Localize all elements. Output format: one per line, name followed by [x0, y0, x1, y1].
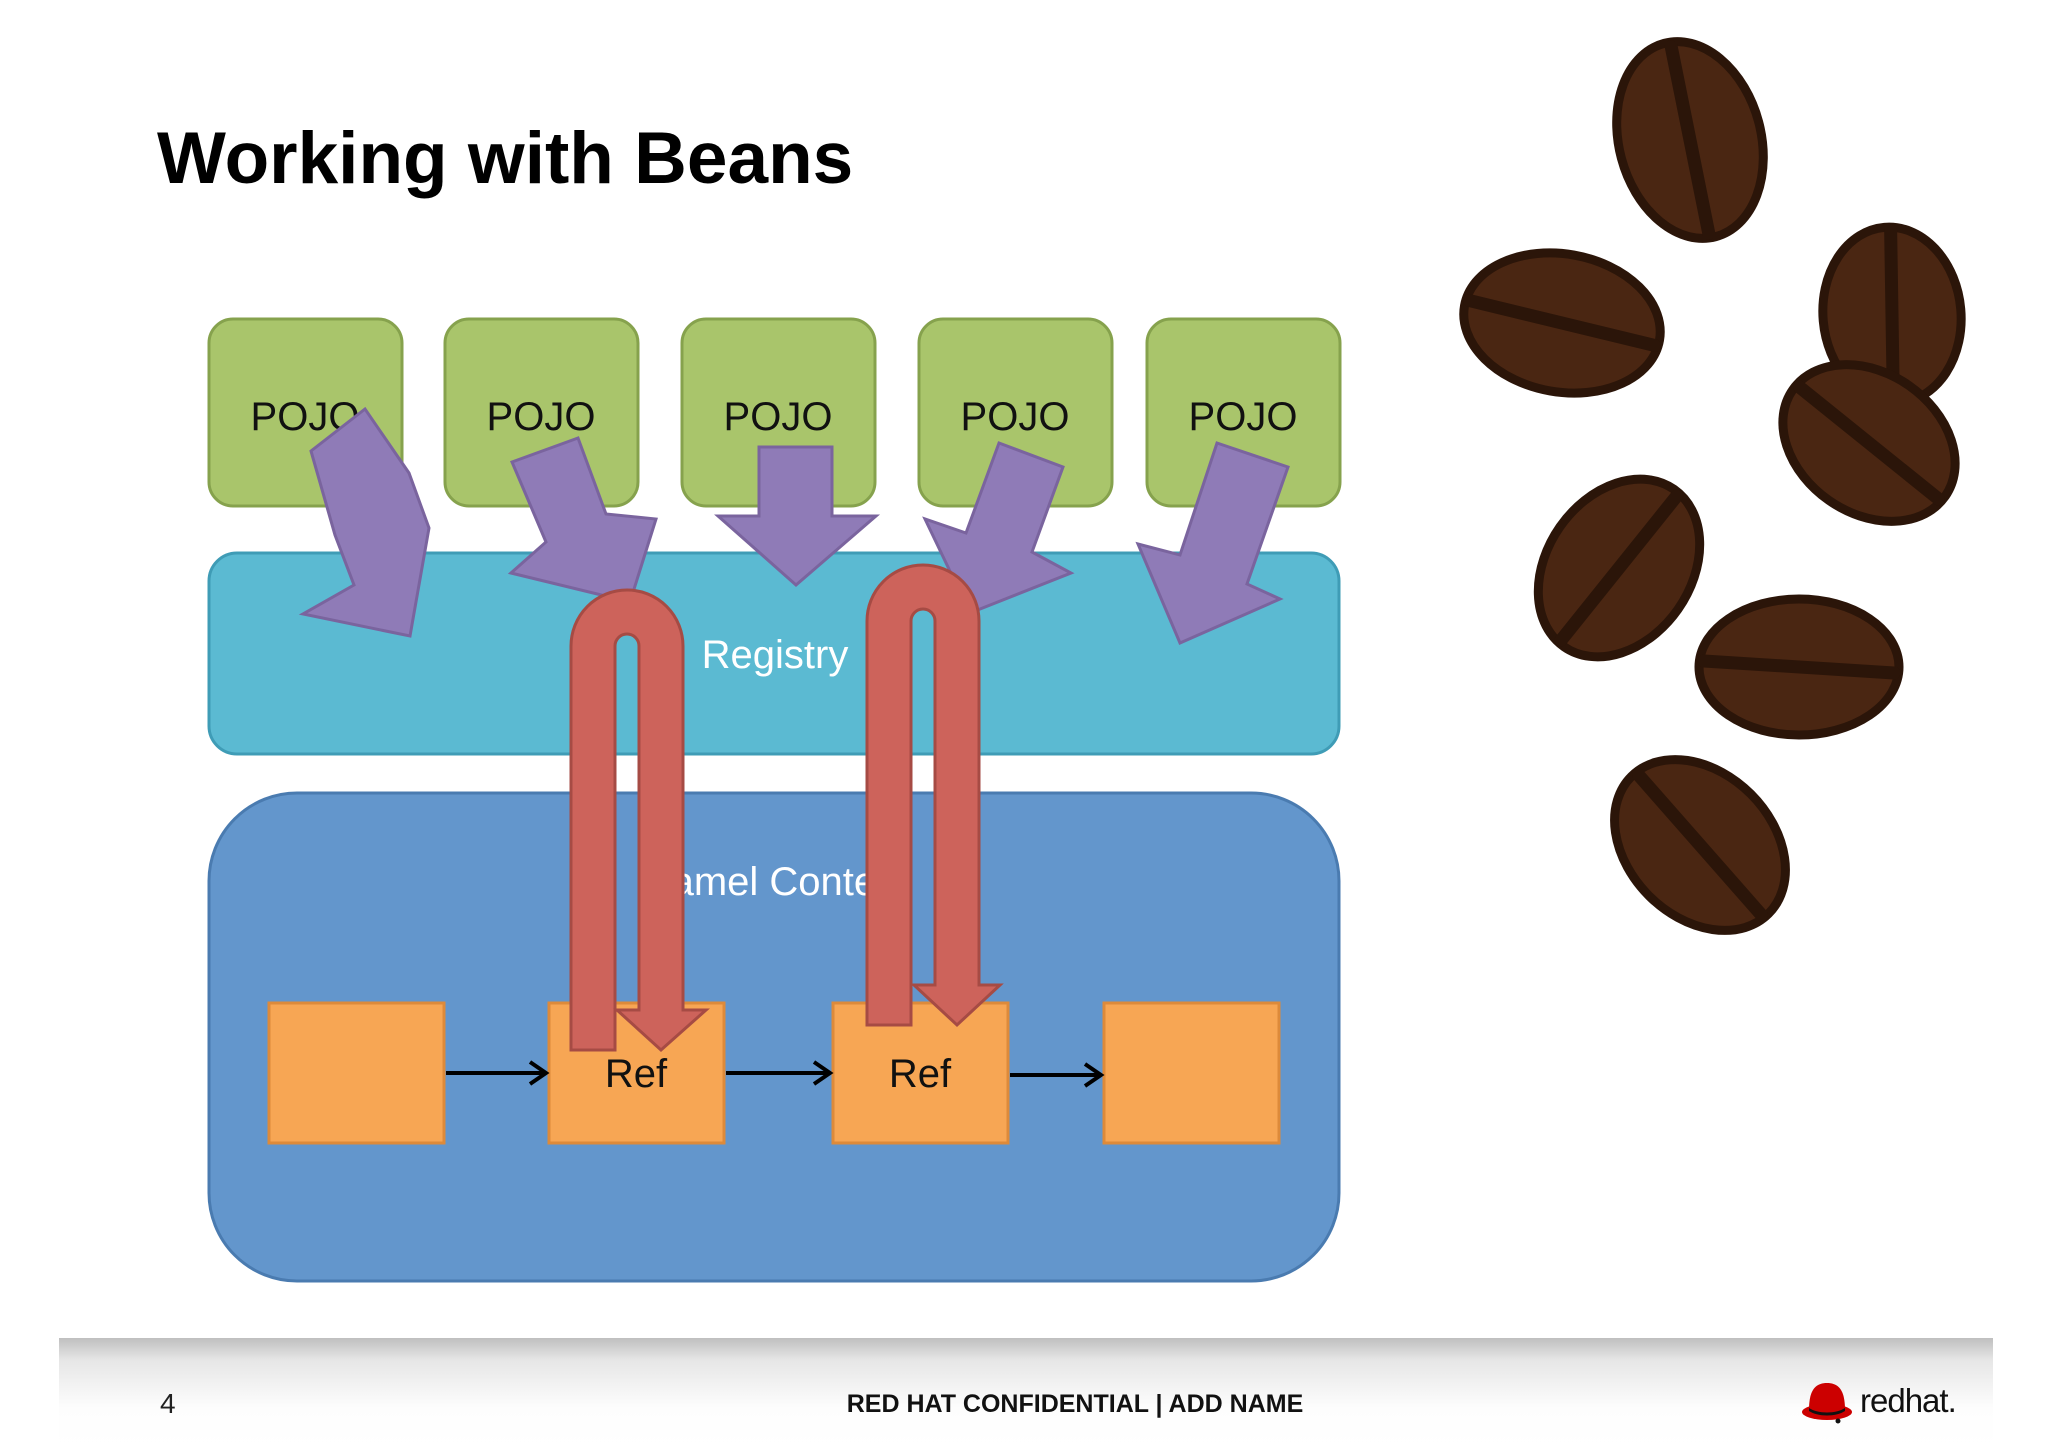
- processor-1: [267, 1001, 446, 1145]
- ref-label-1: Ref: [605, 1052, 668, 1096]
- registry-arrow-2: [507, 436, 658, 604]
- pojo-label-5: POJO: [1189, 395, 1298, 439]
- pojo-label-3: POJO: [724, 395, 833, 439]
- camel-context-label: Camel Context: [643, 860, 908, 904]
- lookup-arrow-1: [569, 588, 710, 1053]
- pojo-label-2: POJO: [487, 395, 596, 439]
- registry-arrow-5: [1135, 441, 1290, 645]
- slide-title: Working with Beans: [157, 118, 854, 199]
- route-arrow-3: [1010, 1062, 1105, 1088]
- processor-4: [1102, 1001, 1281, 1145]
- route-arrow-1: [446, 1060, 550, 1086]
- footer-text: RED HAT CONFIDENTIAL | ADD NAME: [846, 1390, 1304, 1418]
- registry-label: Registry: [702, 633, 849, 677]
- processor-ref-2: [831, 1001, 1010, 1145]
- brand-text: redhat.: [1860, 1382, 1957, 1419]
- red-hat-logo: [1802, 1383, 1852, 1424]
- coffee-beans-icon: [1459, 37, 1966, 935]
- camel-context-box: [207, 791, 1341, 1283]
- route-arrow-2: [726, 1060, 834, 1086]
- brand: redhat.: [1800, 1376, 2000, 1426]
- lookup-arrow-2: [865, 563, 1004, 1028]
- ref-label-2: Ref: [889, 1052, 952, 1096]
- registry-arrow-1: [298, 406, 431, 638]
- footer-band: [59, 1338, 1993, 1447]
- page-number: 4: [160, 1388, 176, 1419]
- registry-arrow-3: [714, 445, 881, 587]
- pojo-label-4: POJO: [961, 395, 1070, 439]
- registry-arrow-4: [922, 441, 1075, 615]
